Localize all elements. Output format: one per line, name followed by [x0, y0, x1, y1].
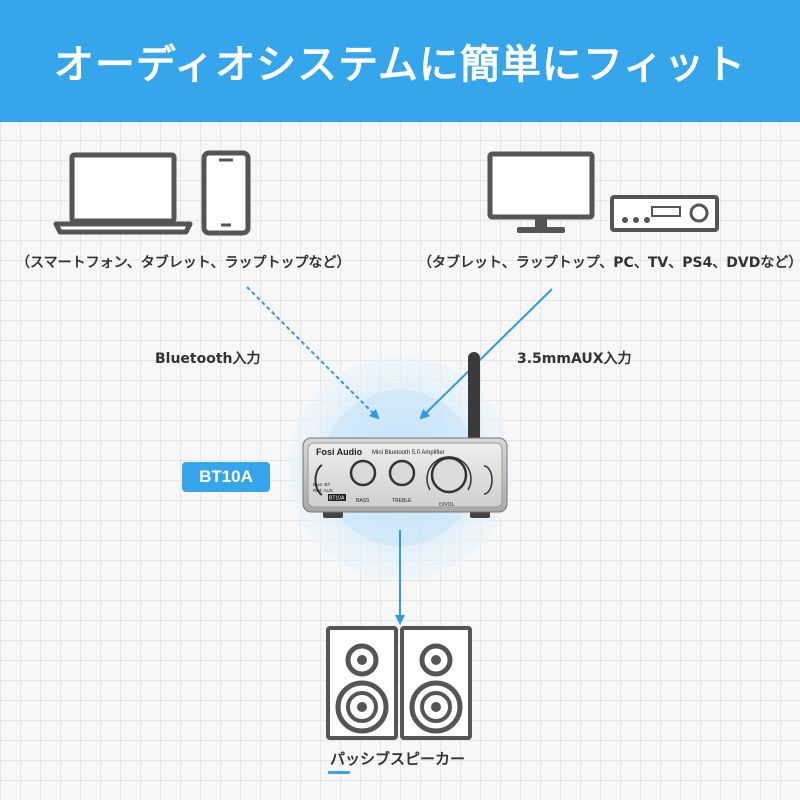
model-badge: BT10A	[182, 462, 270, 492]
aux-input-label: 3.5mmAUX入力	[517, 351, 632, 367]
left-speaker	[326, 626, 398, 740]
front-model-badge: BT10A	[329, 496, 345, 502]
laptop-icon	[53, 152, 193, 235]
smartphone-icon	[201, 150, 251, 236]
bluetooth-input-label: Bluetooth入力	[155, 351, 261, 367]
right-source-caption: （タブレット、ラップトップ、PC、TV、PS4、DVDなど）	[418, 255, 800, 271]
dvd-player-icon	[610, 195, 719, 232]
mode-blue-label: Blue: BT	[313, 482, 331, 487]
bass-label: BASS	[356, 498, 370, 504]
treble-knob	[388, 459, 416, 487]
treble-label: TREBLE	[392, 498, 412, 504]
bluetooth-input-arrow	[246, 286, 380, 420]
volume-knob	[430, 456, 468, 494]
amplifier: Fosi Audio Mini Bluetooth 5.0 Amplifier …	[302, 352, 508, 518]
speaker-label: パッシブスピーカー	[330, 750, 466, 768]
page-title: オーディオシステムに簡単にフィット	[53, 42, 747, 88]
monitor-icon	[487, 151, 595, 233]
header-banner: オーディオシステムに簡単にフィット	[0, 0, 800, 122]
right-speaker	[400, 626, 472, 740]
volume-label: ⏻/VOL	[439, 502, 455, 508]
amplifier-model: Mini Bluetooth 5.0 Amplifier	[372, 450, 445, 456]
bass-knob	[349, 459, 377, 487]
aux-input-arrow	[419, 288, 553, 420]
amplifier-brand: Fosi Audio	[316, 447, 363, 457]
left-source-caption: （スマートフォン、タブレット、ラップトップなど）	[16, 255, 351, 271]
mode-red-label: Red: AUX	[313, 488, 333, 493]
speaker-label-underline	[328, 771, 350, 774]
speaker-icon	[326, 626, 472, 740]
